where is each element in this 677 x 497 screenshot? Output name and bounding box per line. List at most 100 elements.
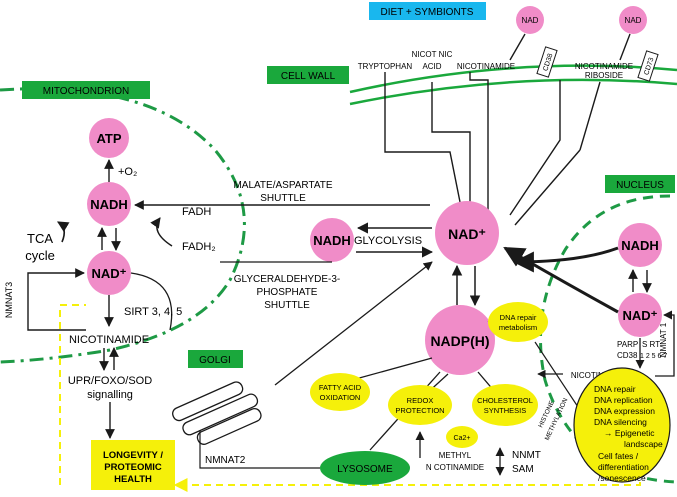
nmnat1-arrow (655, 310, 675, 377)
nuc-effect-6: landscape (624, 439, 663, 449)
sirt-curve (130, 272, 173, 331)
nuc-effect-1: DNA repair (594, 384, 636, 394)
nadh-nucleus-node (618, 223, 662, 267)
redox-2: PROTECTION (395, 406, 444, 415)
lysosome-label: LYSOSOME (337, 464, 393, 475)
fatty-acid-node (310, 373, 370, 411)
nicotinamide-mito: NICOTINAMIDE (69, 334, 149, 346)
upr-text-1: UPR/FOXO/SOD (68, 375, 152, 387)
redox-1: REDOX (407, 396, 434, 405)
nmnat1-text: NMNAT 1 (659, 322, 668, 357)
longevity-line-3: HEALTH (114, 474, 152, 485)
glycolysis-text: GLYCOLYSIS (354, 235, 422, 247)
nadh-cyto-label: NADH (313, 233, 351, 248)
nicotinamide-riboside-1: NICOTINAMIDE (575, 62, 633, 71)
nadh-mito-label: NADH (90, 197, 128, 212)
yellow-loop-left (59, 304, 86, 485)
cell-wall-outer (349, 64, 677, 94)
glyc3p-text-2: PHOSPHATE (257, 287, 318, 298)
nmnat3-arrow (27, 268, 86, 331)
diet-label: DIET + SYMBIONTS (381, 7, 474, 18)
cd38-box-top: CD38 (536, 46, 558, 78)
tca-arrow (57, 221, 70, 243)
sirt-nums-text: 1 2 5 6 7 (640, 353, 667, 360)
nicotinamide-riboside-2: RIBOSIDE (585, 71, 623, 80)
fatty-acid-1: FATTY ACID (319, 383, 362, 392)
mitochondrion-label: MITOCHONDRION (43, 86, 129, 97)
nadh-nucleus-label: NADH (621, 238, 659, 253)
golgi-label: GOLGI (199, 355, 231, 366)
nmnat2-line (199, 430, 320, 469)
nadph-node (425, 305, 495, 375)
fatty-acid-2: OXIDATION (320, 393, 361, 402)
dna-repair-metabolism-2: metabolism (499, 323, 537, 332)
input-lines (384, 33, 631, 226)
nadplus-nucleus-node (618, 293, 662, 337)
mitochondrion-membrane (0, 87, 246, 364)
methyl-text-2: N COTINAMIDE (426, 463, 484, 472)
calcium-label: Ca2+ (454, 435, 471, 442)
longevity-line-2: PROTEOMIC (104, 462, 162, 473)
nad-top-1-label: NAD (522, 16, 539, 25)
nicotinamide-top: NICOTINAMIDE (457, 62, 515, 71)
nad-top-2 (619, 6, 647, 34)
longevity-line-1: LONGEVITY / (103, 450, 163, 461)
calcium-node (446, 426, 478, 448)
golgi-to-nad-arrow (274, 261, 433, 386)
cd73-box: CD73 (637, 50, 659, 82)
nucleus-effects-node (573, 367, 671, 483)
nuc-effect-8: differentiation (598, 462, 649, 472)
tca-text-1: TCA (27, 231, 53, 246)
nadplus-center-label: NAD⁺ (448, 226, 486, 242)
tca-text-2: cycle (25, 248, 55, 263)
dna-repair-metabolism-1: DNA repair (500, 313, 537, 322)
longevity-box (91, 440, 175, 490)
cholesterol-node (472, 384, 538, 426)
cell-wall-inner (349, 78, 677, 106)
fadh-text: FADH (182, 206, 211, 218)
cell-wall-label: CELL WALL (281, 71, 336, 82)
golgi-stack (172, 381, 262, 445)
malate-text-1: MALATE/ASPARTATE (233, 180, 332, 191)
cd38-nuc-text: CD38 (617, 351, 638, 360)
dna-repair-metabolism-node (488, 302, 548, 342)
cell-wall-label-box (267, 66, 349, 84)
nadplus-mito-label: NAD⁺ (91, 266, 126, 281)
nuc-effect-9: /senescence (598, 473, 646, 483)
sirt-nuc-text: S RT (642, 340, 660, 349)
fadh-arrow (150, 217, 173, 247)
nadplus-mito-node (87, 251, 131, 295)
sam-text: SAM (512, 464, 534, 475)
nad-top-2-label: NAD (625, 16, 642, 25)
nuc-effect-7: Cell fates / (598, 451, 639, 461)
tryptophan-text: TRYPTOPHAN (358, 62, 413, 71)
sirt345-text: SIRT 3, 4, 5 (124, 306, 182, 318)
diet-label-box (369, 2, 486, 20)
nicotinic-acid-1: NICOT NIC (412, 50, 453, 59)
nuc-effect-4: DNA silencing (594, 417, 647, 427)
nad-top-1 (516, 6, 544, 34)
nadh-mito-node (87, 182, 131, 226)
parp-text: PARP (617, 340, 638, 349)
redox-protection-node (388, 385, 452, 425)
malate-text-2: SHUTTLE (260, 193, 306, 204)
nadplus-center-node (435, 201, 499, 265)
histone-line (534, 341, 581, 411)
nnmt-text: NNMT (512, 450, 541, 461)
atp-label: ATP (96, 131, 121, 146)
lysosome-node (320, 451, 410, 485)
nicotinic-acid-2: ACID (422, 62, 441, 71)
fadh2-text: FADH₂ (182, 241, 216, 253)
nucleus-label: NUCLEUS (616, 180, 664, 191)
methyl-text-1: METHYL (439, 451, 472, 460)
nucleus-label-box (605, 175, 675, 193)
atp-node (89, 118, 129, 158)
glyc3p-text-3: SHUTTLE (264, 300, 310, 311)
nadh-cyto-node (310, 218, 354, 262)
nuc-effect-2: DNA replication (594, 395, 653, 405)
cholesterol-2: SYNTHESIS (484, 406, 527, 415)
o2-text: +O₂ (118, 166, 137, 178)
cholesterol-1: CHOLESTEROL (477, 396, 533, 405)
